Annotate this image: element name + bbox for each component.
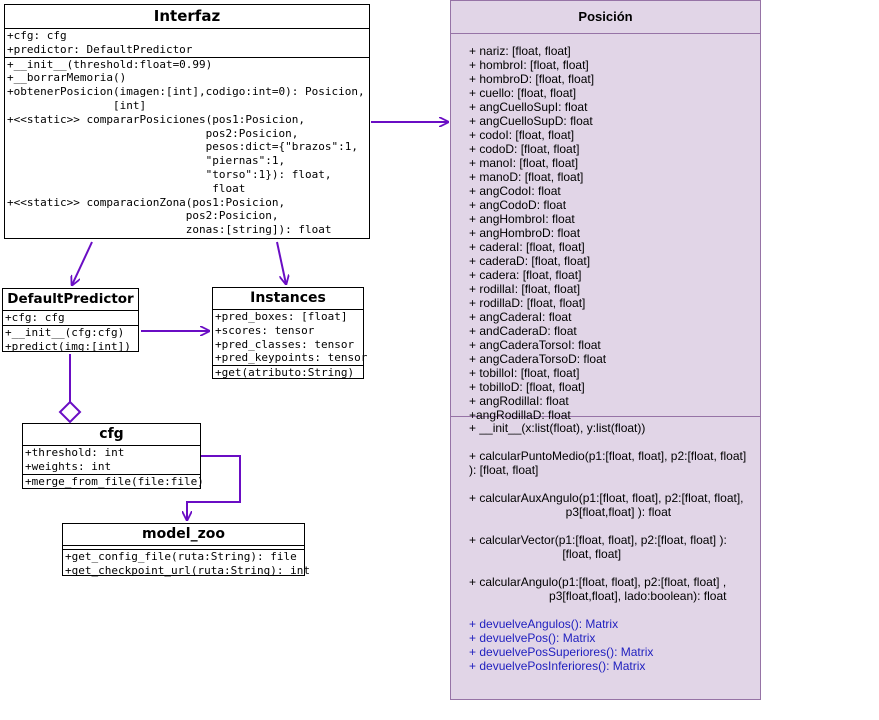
member-line: pos2:Posicion, <box>7 126 299 140</box>
member-line: + rodillaD: [float, float] <box>469 296 586 310</box>
member-line: + andCaderaD: float <box>469 324 577 338</box>
member-line: "piernas":1, <box>7 154 286 168</box>
member-line: +cfg: cfg <box>5 311 65 324</box>
class-title-cfg: cfg <box>23 424 200 446</box>
posicion-methods-blue: + devuelveAngulos(): Matrix+ devuelvePos… <box>469 617 760 673</box>
member-line: + cuello: [float, float] <box>469 86 577 100</box>
member-line: +get_config_file(ruta:String): file <box>65 550 297 563</box>
class-title-posicion: Posición <box>451 1 760 34</box>
member-line: pesos:dict={"brazos":1, <box>7 140 358 154</box>
member-line: + devuelvePosInferiores(): Matrix <box>469 659 646 673</box>
posicion-methods-black: + __init__(x:list(float), y:list(float))… <box>469 421 760 617</box>
member-line: + codoD: [float, float] <box>469 142 580 156</box>
interfaz-methods: +__init__(threshold:float=0.99)+__borrar… <box>5 58 369 237</box>
edge-interfaz-to-instances <box>276 241 286 284</box>
member-line: +<<static>> comparacionZona(pos1:Posicio… <box>7 195 286 209</box>
member-line: + hombroI: [float, float] <box>469 58 589 72</box>
member-line: + calcularPuntoMedio(p1:[float, float], … <box>469 449 747 463</box>
class-title-interfaz: Interfaz <box>5 5 369 29</box>
edge-interfaz-to-default-predictor <box>72 241 93 285</box>
posicion-methods: + __init__(x:list(float), y:list(float))… <box>451 417 760 673</box>
member-line: pos2:Posicion, <box>7 209 279 223</box>
member-line: p3[float,float] ): float <box>469 505 672 519</box>
cfg-methods: +merge_from_file(file:file) <box>23 474 204 489</box>
member-line: + codoI: [float, float] <box>469 128 575 142</box>
member-line: +<<static>> compararPosiciones(pos1:Posi… <box>7 112 306 126</box>
member-line: + tobilloI: [float, float] <box>469 366 580 380</box>
member-line: "torso":1}): float, <box>7 167 332 181</box>
member-line: zonas:[string]): float <box>7 223 332 237</box>
member-line: +predictor: DefaultPredictor <box>7 42 193 56</box>
member-line: + manoD: [float, float] <box>469 170 584 184</box>
member-line: + angCuelloSupD: float <box>469 114 593 128</box>
member-line: + angCodoD: float <box>469 198 567 212</box>
member-line: [int] <box>7 98 147 112</box>
member-line: + angCuelloSupI: float <box>469 100 588 114</box>
edge-cfg-to-model-zoo <box>187 455 241 520</box>
member-line: +merge_from_file(file:file) <box>25 474 204 488</box>
class-interfaz[interactable]: Interfaz +cfg: cfg+predictor: DefaultPre… <box>4 4 370 239</box>
member-line: + calcularAuxAngulo(p1:[float, float], p… <box>469 491 744 505</box>
member-line: + nariz: [float, float] <box>469 44 571 58</box>
member-line: +pred_boxes: [float] <box>215 310 348 323</box>
class-title-default-predictor: DefaultPredictor <box>3 289 138 311</box>
member-line: + manoI: [float, float] <box>469 156 579 170</box>
member-line: + cadera: [float, float] <box>469 268 582 282</box>
member-line: + angHombroD: float <box>469 226 581 240</box>
interfaz-attributes: +cfg: cfg+predictor: DefaultPredictor <box>5 29 369 58</box>
class-cfg[interactable]: cfg +threshold: int+weights: int +merge_… <box>22 423 204 489</box>
member-line: +__init__(cfg:cfg) <box>5 325 125 339</box>
member-line: float <box>7 181 246 195</box>
member-line: p3[float,float], lado:boolean): float <box>469 589 727 603</box>
member-line: +scores: tensor <box>215 323 315 337</box>
class-instances[interactable]: Instances +pred_boxes: [float]+scores: t… <box>212 287 368 380</box>
member-line: +predict(img:[int]) <box>5 339 131 353</box>
posicion-attributes: + nariz: [float, float]+ hombroI: [float… <box>451 34 760 422</box>
instances-methods: +get(atributo:String) <box>213 366 363 380</box>
class-posicion[interactable]: Posición + nariz: [float, float]+ hombro… <box>450 0 761 700</box>
member-line: + calcularAngulo(p1:[float, float], p2:[… <box>469 575 727 589</box>
member-line: + angHombroI: float <box>469 212 575 226</box>
member-line: + angCodoI: float <box>469 184 561 198</box>
member-line: +threshold: int <box>25 446 125 459</box>
member-line: + devuelveAngulos(): Matrix <box>469 617 619 631</box>
member-line: + devuelvePosSuperiores(): Matrix <box>469 645 654 659</box>
class-title-model-zoo: model_zoo <box>63 524 304 546</box>
member-line: +get_checkpoint_url(ruta:String): int <box>65 563 311 577</box>
member-line: +angRodillaD: float <box>469 408 571 422</box>
member-line: + calcularVector(p1:[float, float], p2:[… <box>469 533 727 547</box>
member-line: + angCaderaI: float <box>469 310 572 324</box>
default-predictor-attributes: +cfg: cfg <box>3 311 138 326</box>
class-title-instances: Instances <box>213 288 363 310</box>
model-zoo-methods: +get_config_file(ruta:String): file+get_… <box>63 550 311 578</box>
member-line: + tobilloD: [float, float] <box>469 380 585 394</box>
member-line: + angCaderaTorsoI: float <box>469 338 601 352</box>
class-model-zoo[interactable]: model_zoo +get_config_file(ruta:String):… <box>62 523 311 578</box>
aggregation-diamond <box>58 400 82 424</box>
member-line: ): [float, float] <box>469 463 539 477</box>
member-line: +pred_classes: tensor <box>215 337 355 351</box>
member-line: [float, float] <box>469 547 622 561</box>
member-line: +pred_keypoints: tensor <box>215 351 368 365</box>
default-predictor-methods: +__init__(cfg:cfg)+predict(img:[int]) <box>3 326 138 354</box>
member-line: +weights: int <box>25 459 112 473</box>
member-line: + caderaI: [float, float] <box>469 240 585 254</box>
member-line: +obtenerPosicion(imagen:[int],codigo:int… <box>7 85 365 99</box>
member-line: + angCaderaTorsoD: float <box>469 352 607 366</box>
member-line: +cfg: cfg <box>7 29 67 42</box>
member-line: + rodillaI: [float, float] <box>469 282 581 296</box>
model-zoo-attributes <box>63 546 304 550</box>
member-line: +__borrarMemoria() <box>7 71 127 85</box>
member-line: + __init__(x:list(float), y:list(float)) <box>469 421 646 435</box>
member-line: +get(atributo:String) <box>215 366 355 380</box>
member-line: + caderaD: [float, float] <box>469 254 591 268</box>
member-line: +__init__(threshold:float=0.99) <box>7 57 213 71</box>
instances-attributes: +pred_boxes: [float]+scores: tensor+pred… <box>213 310 368 367</box>
member-line: + hombroD: [float, float] <box>469 72 595 86</box>
class-default-predictor[interactable]: DefaultPredictor +cfg: cfg +__init__(cfg… <box>2 288 139 354</box>
cfg-attributes: +threshold: int+weights: int <box>23 446 200 475</box>
member-line: + devuelvePos(): Matrix <box>469 631 596 645</box>
member-line: + angRodillaI: float <box>469 394 569 408</box>
